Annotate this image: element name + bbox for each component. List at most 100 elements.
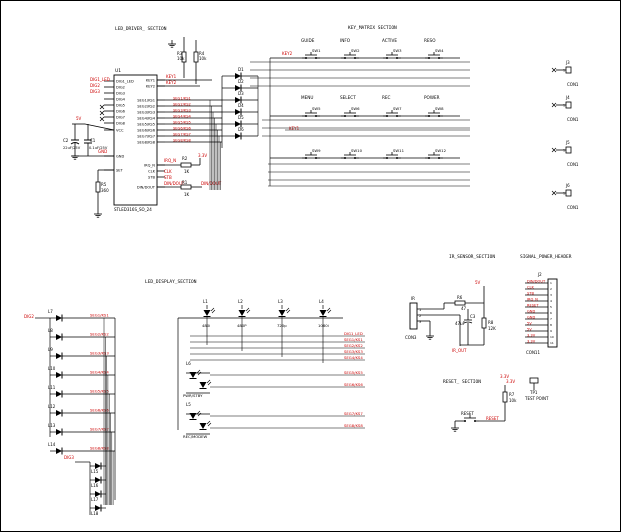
u1-pin-left: DIG5 bbox=[116, 103, 125, 107]
connector-pin: 1 bbox=[563, 103, 565, 107]
key-switch: SW10 bbox=[340, 148, 363, 160]
led-name: PWR/STBY bbox=[183, 393, 203, 398]
switch-ref: SW2 bbox=[351, 48, 360, 53]
j2-pin-label: 3.3V bbox=[527, 339, 536, 343]
r6-val: 47 bbox=[461, 306, 467, 311]
net-ir-out: IR_OUT bbox=[452, 348, 467, 353]
r1-ref: R1 bbox=[182, 180, 188, 185]
led-ref: L14 bbox=[48, 442, 56, 447]
led-display-title: LED_DISPLAY_SECTION bbox=[145, 279, 197, 285]
switch-name: POWER bbox=[424, 95, 440, 100]
led-net: SEG1/KS1 bbox=[344, 337, 363, 342]
r1-val: 1K bbox=[184, 192, 190, 197]
tp1-test-point bbox=[529, 377, 539, 384]
j2-pin-number: 9 bbox=[550, 329, 552, 333]
switch-name: INFO bbox=[340, 38, 351, 43]
led: L16 bbox=[90, 476, 106, 488]
key-switches: GUIDESW1INFOSW2ACTIVESW3RESOSW4MENUSW5SE… bbox=[301, 38, 447, 160]
u1-right-pins: KEY1KEY2SEG1/KS1SEG2/KS2SEG3/KS3SEG4/KS4… bbox=[137, 78, 165, 189]
j2-pin-number: 10 bbox=[550, 335, 554, 339]
led-net: SEG2/KS2 bbox=[90, 332, 109, 337]
led-ref: L11 bbox=[48, 385, 56, 390]
j2-pin-number: 7 bbox=[550, 317, 552, 321]
ir-connector bbox=[409, 302, 418, 330]
j2-pin-number: 3 bbox=[550, 293, 552, 297]
net-key1-b: KEY1 bbox=[289, 126, 300, 131]
led-ref: L6 bbox=[186, 361, 191, 366]
switch-ref: SW11 bbox=[393, 148, 405, 153]
reset-switch-name: RESET bbox=[461, 411, 474, 416]
net-stb: STB bbox=[164, 175, 172, 180]
connector-ref: J5 bbox=[565, 140, 570, 145]
connector-part: CON1 bbox=[567, 162, 579, 167]
led-net: SEG7/KS7 bbox=[90, 427, 109, 432]
u1-pin-left: GND bbox=[116, 154, 124, 158]
left-led-column: L7SEG1/KS1L8SEG2/KS2L9SEG3/KS3L10SEG4/KS… bbox=[35, 309, 116, 505]
net-key2-a: KEY2 bbox=[166, 80, 177, 85]
net-seg: SEG1/KS1 bbox=[173, 97, 191, 101]
net-key1-a: KEY1 bbox=[166, 74, 177, 79]
u1-pin-left: DIG1_LED bbox=[116, 79, 134, 83]
switch-ref: SW12 bbox=[435, 148, 447, 153]
j2-pin-number: 5 bbox=[550, 305, 552, 309]
r5-resistor bbox=[95, 181, 101, 193]
led-ref: L3 bbox=[278, 299, 283, 304]
c1-val: 0.1uF/25V bbox=[89, 146, 108, 150]
j2-ref: J2 bbox=[537, 272, 542, 277]
ir-part: CON3 bbox=[405, 335, 417, 340]
top-led-row: L1480iL2480PL3720pL41080iDIG1_LEDSEG1/KS… bbox=[177, 299, 365, 430]
c3-ref: C3 bbox=[470, 314, 476, 319]
net-seg: SEG5/KS5 bbox=[173, 121, 191, 125]
ir-pin-1: 1 bbox=[419, 308, 421, 312]
u1-right-nets: SEG1/KS1SEG2/KS2SEG3/KS3SEG4/KS4SEG5/KS5… bbox=[165, 97, 222, 143]
r3-ref: R3 bbox=[177, 51, 183, 56]
r7-resistor bbox=[502, 391, 508, 403]
connector-part: CON1 bbox=[567, 82, 579, 87]
key-switch: SW12 bbox=[424, 148, 447, 160]
u1-ref: U1 bbox=[115, 68, 121, 74]
u1-pin-right: STB bbox=[148, 175, 155, 179]
ir-sensor-section: IR_SENSOR_SECTION IR CON3 1 2 3 5V R6 bbox=[405, 254, 496, 353]
u1-pin-right: KEY1 bbox=[146, 78, 155, 82]
diode-ref: D4 bbox=[238, 103, 244, 108]
u1-pin-right: SEG3/KS3 bbox=[137, 110, 155, 114]
connector-ref: J4 bbox=[565, 95, 570, 100]
connector-pin: 1 bbox=[563, 148, 565, 152]
led-net: SEG6/KS6 bbox=[344, 382, 363, 387]
r7-val: 10k bbox=[509, 398, 517, 403]
r7-ref: R7 bbox=[509, 392, 515, 397]
tp1-ref: TP1 bbox=[529, 390, 538, 395]
ir-5v-label: 5V bbox=[475, 280, 481, 285]
led-ref: L2 bbox=[238, 299, 243, 304]
reset-33v-b: 3.3V bbox=[506, 379, 515, 384]
key-diode: D4 bbox=[222, 103, 258, 116]
key-diode: D2 bbox=[222, 79, 258, 92]
u1-pin-left: DIG3 bbox=[116, 91, 125, 95]
led-ref: L10 bbox=[48, 366, 56, 371]
led: L2480P bbox=[237, 299, 251, 351]
c1-ref: C1 bbox=[90, 138, 96, 143]
u1-pin-right: SEG2/KS2 bbox=[137, 104, 155, 108]
j2-pin-number: 2 bbox=[550, 287, 552, 291]
j2-pin-label: 5V bbox=[527, 321, 532, 325]
net-clk: CLK bbox=[164, 169, 172, 174]
led-ref: L17 bbox=[91, 497, 99, 502]
j2-pin-label: 5V bbox=[527, 327, 532, 331]
led-net: SEG7/KS7 bbox=[344, 411, 363, 416]
led-ref: L9 bbox=[48, 347, 53, 352]
j2-pin-label: IRQ_N bbox=[527, 297, 538, 301]
key-diode: D5 bbox=[222, 115, 258, 128]
net-dig1-led: DIG1_LED bbox=[90, 77, 110, 82]
led-ref: L16 bbox=[91, 483, 99, 488]
led-ref: L13 bbox=[48, 423, 56, 428]
connector-part: CON1 bbox=[567, 117, 579, 122]
